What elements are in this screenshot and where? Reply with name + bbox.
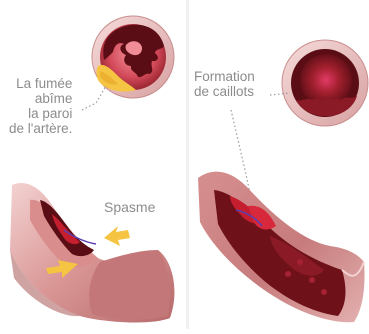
smoke-label-line-4: de l'artère. [9,121,72,136]
clot-formation-label: Formation de caillots [194,69,255,99]
smoke-label-line-1: La fumée [9,76,72,91]
clot-label-line-1: Formation [194,69,255,84]
smoke-damage-label: La fumée abîme la paroi de l'artère. [9,76,72,136]
panel-divider [186,0,189,329]
clot-cross-section-icon [282,40,368,126]
spasm-label: Spasme [104,200,155,215]
damaged-wall-cross-section-icon [92,16,174,98]
smoke-label-line-3: la paroi [9,106,72,121]
smoke-leader-line [82,86,106,110]
clot-artery-illustration [198,172,365,323]
clot-label-line-2: de caillots [194,84,255,99]
smoke-label-line-2: abîme [9,91,72,106]
